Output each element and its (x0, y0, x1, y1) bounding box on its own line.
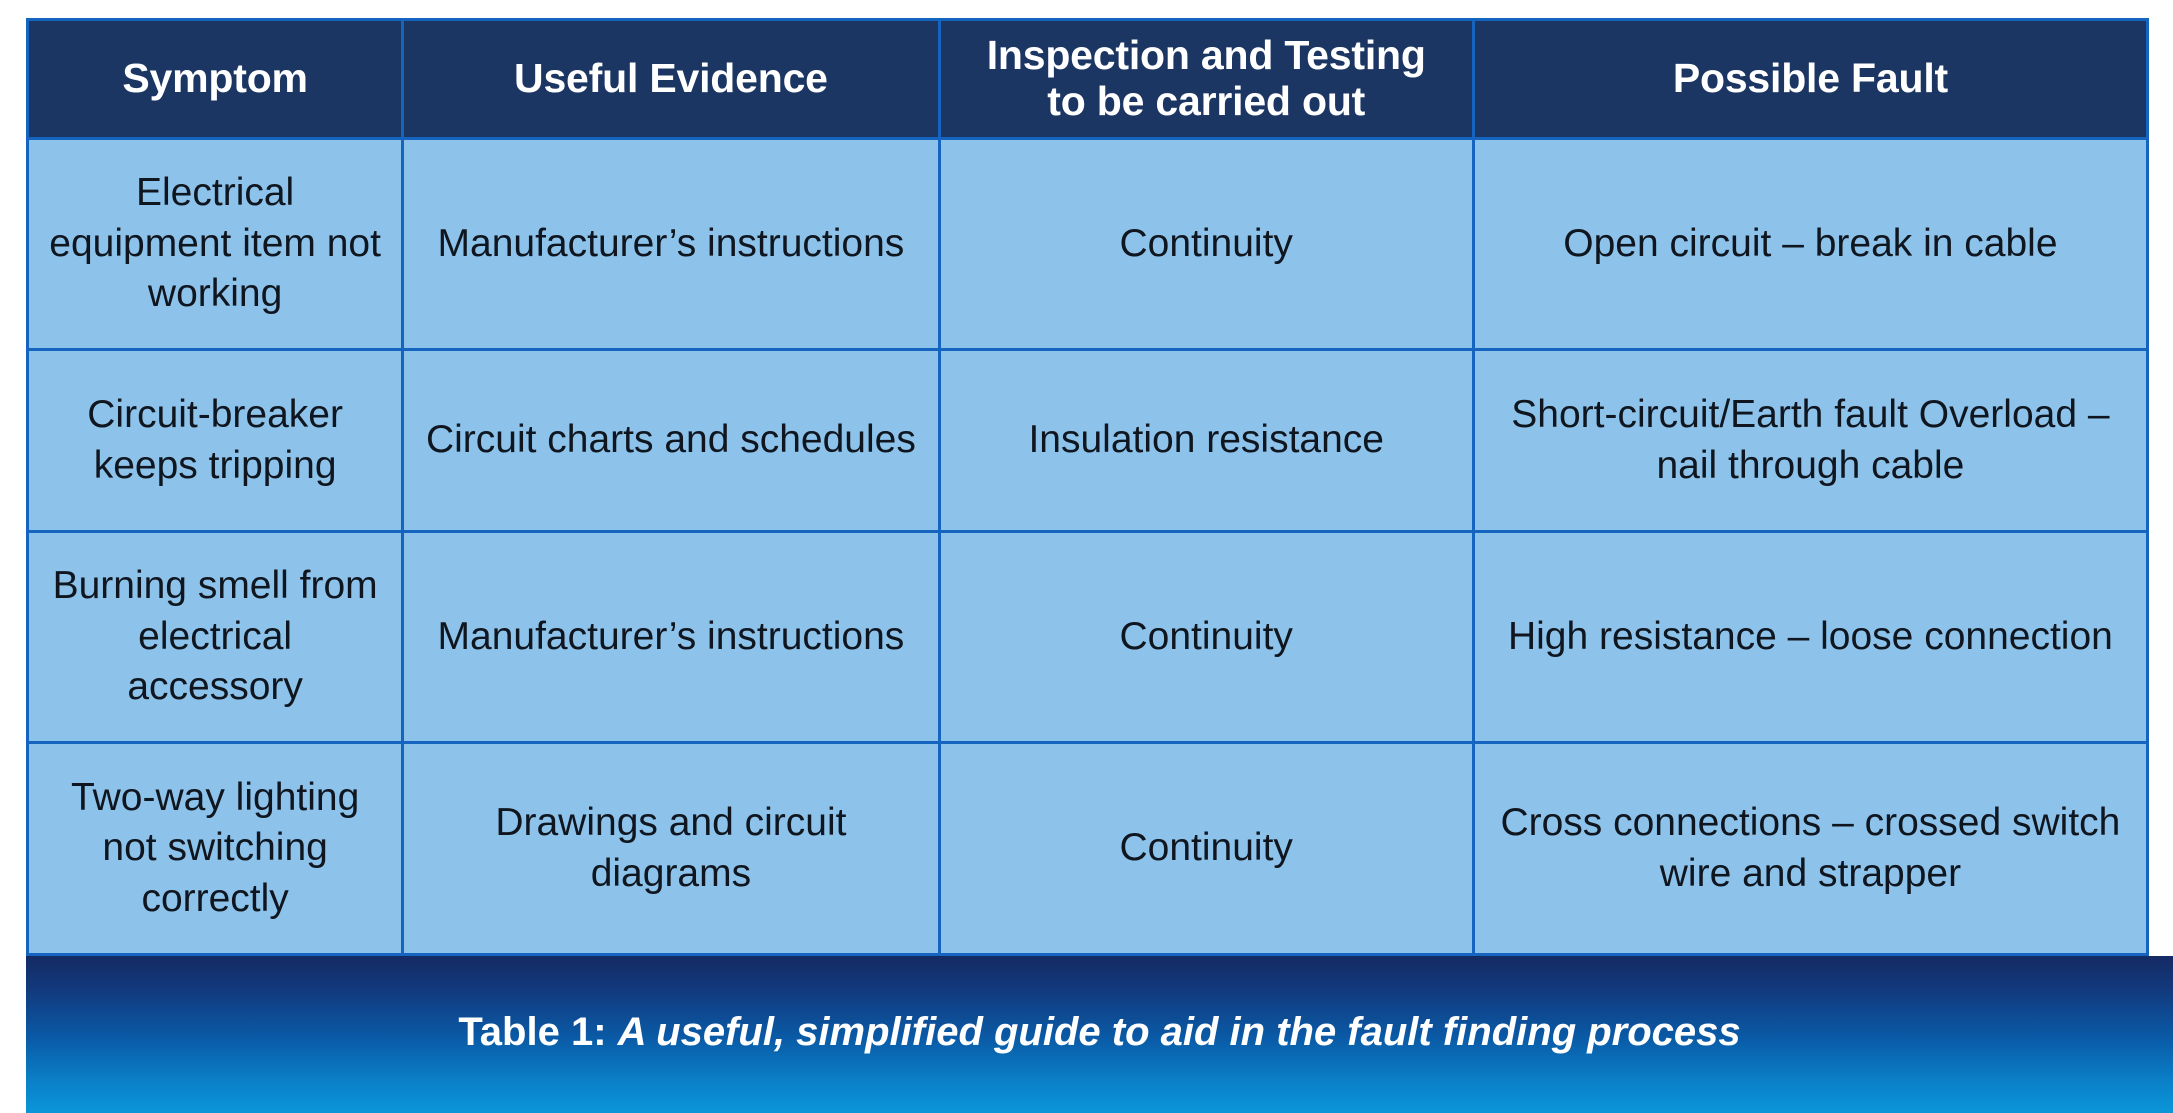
cell-inspection-and-testing: Continuity (937, 529, 1475, 745)
table-caption: Table 1: A useful, simplified guide to a… (458, 1012, 1740, 1058)
fault-finding-table: Symptom Useful Evidence Inspection and T… (25, 18, 2150, 956)
table-row: Burning smell from electrical accessory … (25, 529, 2150, 745)
table-caption-body: A useful, simplified guide to aid in the… (617, 1009, 1741, 1054)
table-caption-label: Table 1: (458, 1009, 607, 1054)
cell-possible-fault: Open circuit – break in cable (1471, 136, 2150, 352)
column-header-symptom-text: Symptom (122, 54, 308, 101)
cell-useful-evidence: Manufacturer’s instructions (401, 529, 941, 745)
cell-inspection-and-testing: Continuity (937, 741, 1475, 956)
cell-possible-fault: Short-circuit/Earth fault Overload – nai… (1471, 348, 2150, 533)
table-caption-bar: Table 1: A useful, simplified guide to a… (26, 956, 2173, 1113)
table-row: Electrical equipment item not working Ma… (25, 136, 2150, 352)
table-container: Symptom Useful Evidence Inspection and T… (25, 18, 2150, 956)
column-header-possible-fault-text: Possible Fault (1672, 54, 1948, 101)
header-row: Symptom Useful Evidence Inspection and T… (25, 18, 2150, 140)
cell-symptom: Circuit-breaker keeps tripping (25, 348, 405, 533)
column-header-useful-evidence-text: Useful Evidence (514, 54, 828, 101)
cell-symptom: Two-way lighting not switching correctly (25, 741, 405, 956)
column-header-useful-evidence: Useful Evidence (401, 18, 941, 140)
column-header-inspection-and-testing-line-2: to be carried out (1047, 77, 1366, 124)
table-header: Symptom Useful Evidence Inspection and T… (25, 18, 2150, 140)
cell-useful-evidence: Manufacturer’s instructions (401, 136, 941, 352)
column-header-symptom: Symptom (25, 18, 405, 140)
table-body: Electrical equipment item not working Ma… (25, 136, 2150, 956)
cell-symptom: Electrical equipment item not working (25, 136, 405, 352)
cell-possible-fault: Cross connections – crossed switch wire … (1471, 741, 2150, 956)
cell-useful-evidence: Drawings and circuit diagrams (401, 741, 941, 956)
column-header-possible-fault: Possible Fault (1471, 18, 2150, 140)
column-header-inspection-and-testing: Inspection and Testing to be carried out (937, 18, 1475, 140)
cell-symptom: Burning smell from electrical accessory (25, 529, 405, 745)
column-header-inspection-and-testing-line-1: Inspection and Testing (986, 32, 1426, 78)
cell-possible-fault: High resistance – loose connection (1471, 529, 2150, 745)
cell-inspection-and-testing: Insulation resistance (937, 348, 1475, 533)
cell-inspection-and-testing: Continuity (937, 136, 1475, 352)
table-row: Two-way lighting not switching correctly… (25, 741, 2150, 956)
cell-useful-evidence: Circuit charts and schedules (401, 348, 941, 533)
table-row: Circuit-breaker keeps tripping Circuit c… (25, 348, 2150, 533)
